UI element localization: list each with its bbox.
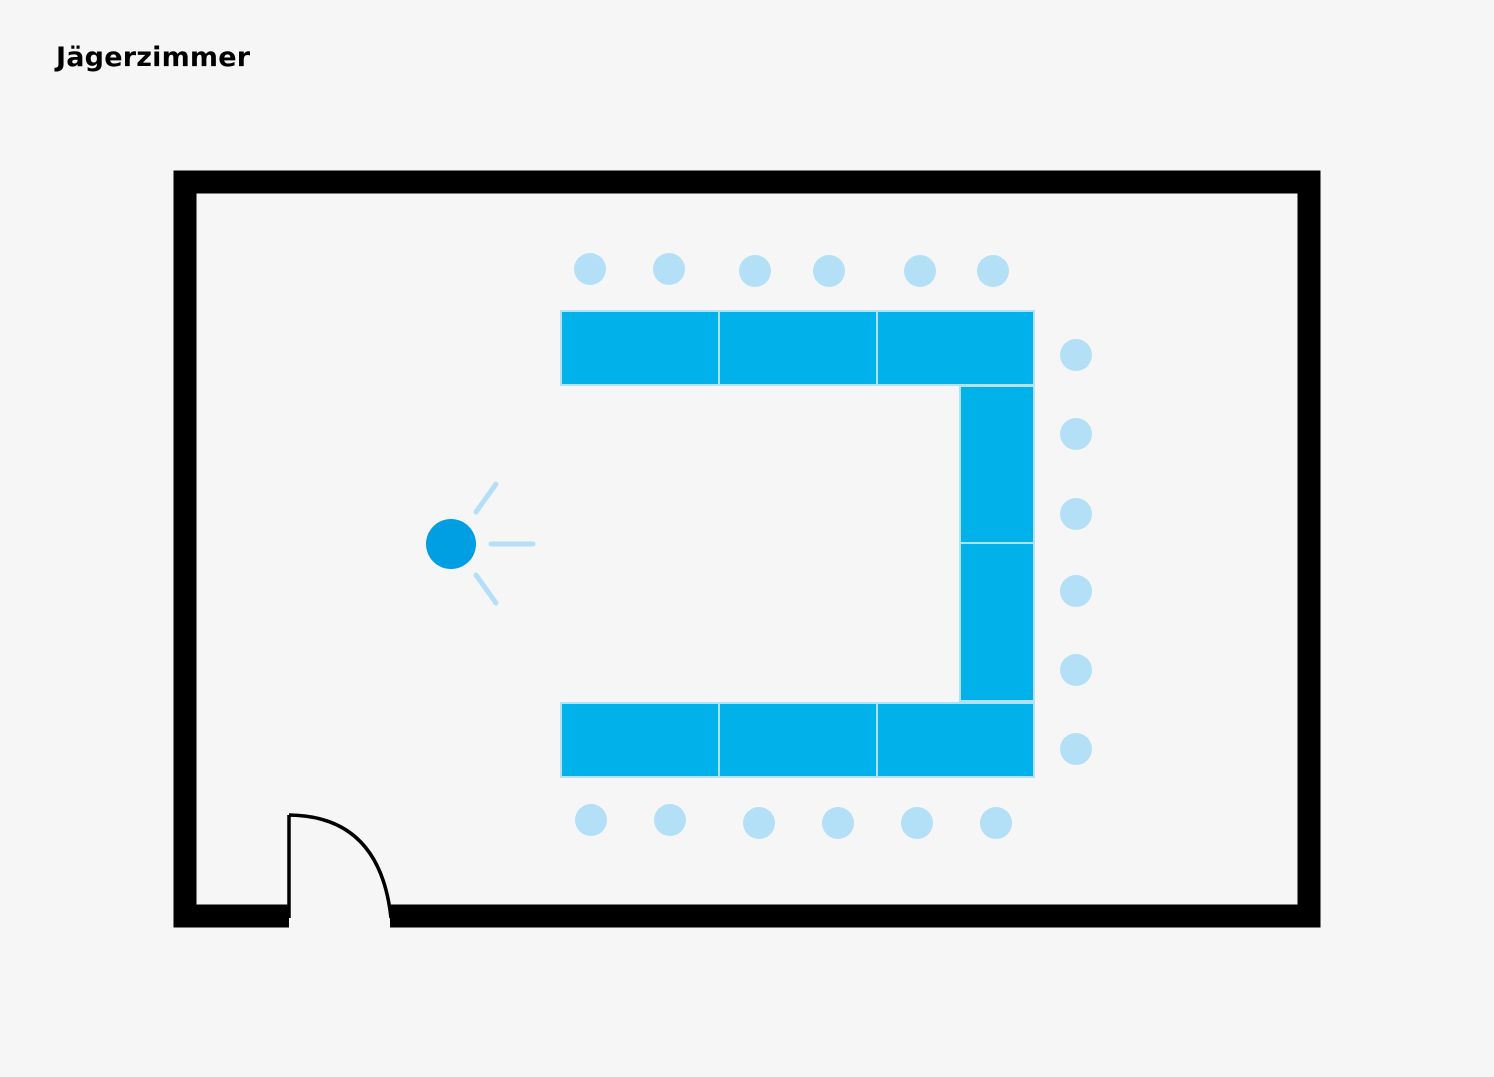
table-5 — [959, 542, 1035, 702]
wall-outline — [173, 170, 1321, 928]
table-7 — [718, 702, 878, 778]
table-2 — [718, 310, 878, 386]
table-1 — [560, 310, 720, 386]
table-4 — [959, 385, 1035, 544]
chair-17 — [901, 807, 933, 839]
presenter-seat — [426, 519, 476, 569]
chairs — [574, 253, 1092, 839]
presenter-icon — [426, 481, 536, 606]
chair-2 — [653, 253, 685, 285]
chair-7 — [1060, 339, 1092, 371]
table-6 — [560, 702, 720, 778]
presenter-ray-lower — [473, 572, 499, 606]
chair-11 — [1060, 654, 1092, 686]
chair-4 — [813, 255, 845, 287]
tables — [560, 310, 1035, 778]
chair-12 — [1060, 733, 1092, 765]
presenter-ray-upper — [473, 481, 499, 515]
chair-15 — [743, 807, 775, 839]
chair-8 — [1060, 418, 1092, 450]
chair-5 — [904, 255, 936, 287]
door-arc — [288, 813, 393, 919]
chair-3 — [739, 255, 771, 287]
chair-14 — [654, 804, 686, 836]
room-title: Jägerzimmer — [56, 42, 251, 73]
chair-1 — [574, 253, 606, 285]
chair-6 — [977, 255, 1009, 287]
chair-9 — [1060, 498, 1092, 530]
chair-13 — [575, 804, 607, 836]
chair-10 — [1060, 575, 1092, 607]
chair-16 — [822, 807, 854, 839]
table-3 — [876, 310, 1035, 386]
chair-18 — [980, 807, 1012, 839]
room-walls — [173, 170, 1321, 928]
table-8 — [876, 702, 1035, 778]
door-swing-icon — [287, 813, 393, 919]
